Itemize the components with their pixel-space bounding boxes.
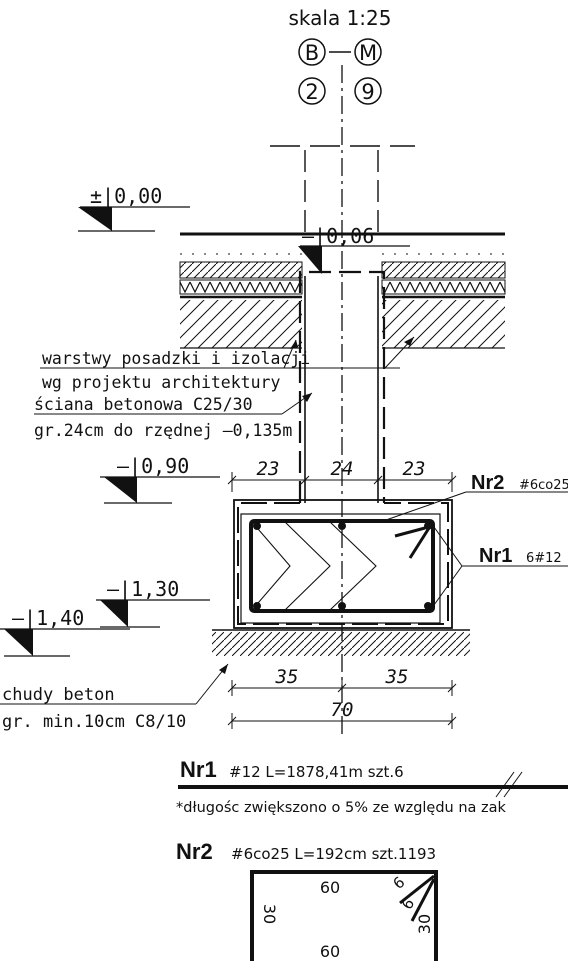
- stirrup-dim-top: 60: [320, 878, 340, 897]
- concrete-wall: [298, 270, 386, 503]
- dim-top-left: 23: [257, 458, 280, 480]
- axis-b: B: [305, 41, 319, 65]
- level-label-006: –|0,06: [302, 224, 374, 248]
- level-label-000: ±|0,00: [90, 184, 162, 208]
- label-wall-2: gr.24cm do rzędnej –0,135m: [34, 421, 292, 440]
- axis-2: 2: [305, 80, 318, 104]
- schedule-nr1-name: Nr1: [180, 757, 217, 782]
- scale-label: skala 1:25: [289, 6, 392, 30]
- schedule-nr2-name: Nr2: [176, 839, 213, 864]
- floor-layers-right: [381, 253, 506, 349]
- stirrup-shape: [250, 870, 438, 961]
- schedule-nr2-spec: #6co25 L=192cm szt.1193: [231, 845, 436, 863]
- footing: [233, 499, 453, 629]
- rebar-tag-nr1-leader: [433, 526, 568, 606]
- label-wall-1: ściana betonowa C25/30: [34, 395, 253, 414]
- dim-bottom-right: 35: [385, 666, 409, 688]
- label-lean-1: chudy beton: [2, 685, 115, 705]
- dim-top-right: 23: [403, 458, 426, 480]
- stirrup-hook-a: 6: [390, 873, 409, 893]
- level-label-130: –|1,30: [107, 577, 179, 601]
- level-label-090: –|0,90: [117, 454, 189, 478]
- lean-concrete: [0, 629, 470, 705]
- rebar-tag-nr1-spec: 6#12: [526, 551, 562, 566]
- level-marker-090: –|0,90: [100, 454, 220, 504]
- axis-9: 9: [361, 80, 374, 104]
- level-marker-000: ±|0,00: [78, 184, 190, 232]
- rebar-tag-nr2-spec: #6co25: [519, 478, 568, 493]
- dimension-top: [227, 472, 457, 492]
- rebar-tag-nr2-name: Nr2: [471, 472, 504, 494]
- leader-lines: [34, 336, 415, 415]
- rebar-cage: [249, 519, 435, 613]
- label-floor-layers-1: warstwy posadzki i izolacji: [42, 349, 310, 368]
- dim-total: 70: [331, 699, 354, 721]
- rebar-tag-nr1-name: Nr1: [479, 545, 512, 567]
- dimension-bottom: [227, 680, 457, 729]
- level-marker-140: –|1,40: [0, 606, 130, 657]
- axis-m: M: [359, 41, 377, 65]
- axis-bubbles: B M 2 9: [298, 38, 382, 105]
- schedule-nr1-bar: [178, 771, 568, 798]
- dim-top-mid: 24: [331, 458, 354, 480]
- stirrup-dim-left: 30: [260, 904, 279, 924]
- level-marker-006: –|0,06: [298, 224, 410, 274]
- stirrup-dim-bottom: 60: [320, 942, 340, 961]
- label-lean-2: gr. min.10cm C8/10: [2, 712, 186, 732]
- stirrup-dim-right: 30: [415, 914, 434, 934]
- rebar-tag-nr2-leader: [385, 491, 568, 521]
- schedule-nr1-spec: #12 L=1878,41m szt.6: [229, 763, 404, 781]
- wall-upper-outline: [270, 145, 415, 235]
- level-marker-130: –|1,30: [96, 577, 210, 628]
- level-label-140: –|1,40: [12, 606, 84, 630]
- floor-layers-left: [179, 253, 303, 349]
- dim-bottom-left: 35: [275, 666, 299, 688]
- schedule-note: *długośc zwiększono o 5% ze względu na z…: [176, 800, 507, 816]
- label-floor-layers-2: wg projektu architektury: [42, 373, 280, 392]
